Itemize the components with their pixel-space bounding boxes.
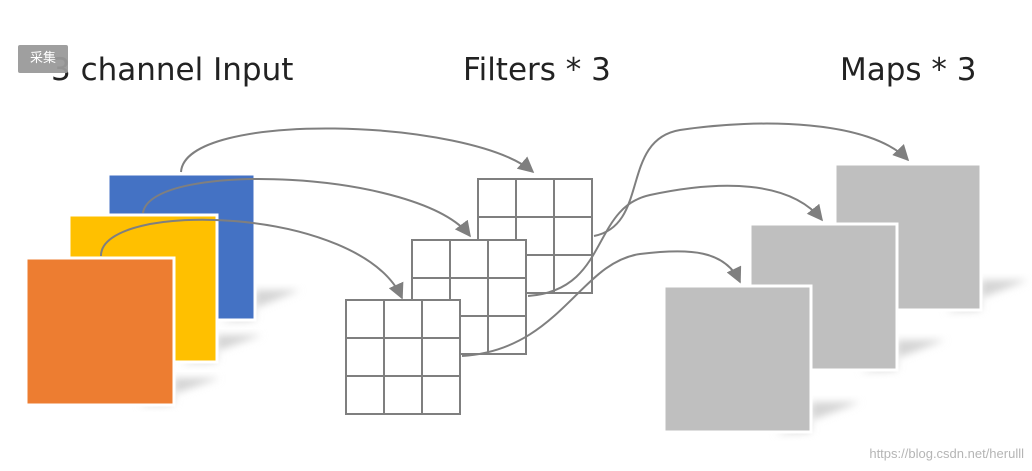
arrow-filter-2-to-map-2 — [527, 184, 824, 297]
filter-3-cell — [345, 299, 385, 339]
filter-1-cell — [553, 178, 593, 218]
filter-3-cell — [345, 337, 385, 377]
feature-map-3 — [662, 284, 813, 434]
filter-2-cell — [487, 239, 527, 279]
input-channels — [24, 172, 257, 407]
filter-3-cell — [345, 375, 385, 415]
filter-3-cell — [421, 375, 461, 415]
input-channel-orange — [24, 256, 176, 407]
filter-3-cell — [383, 337, 423, 377]
filter-2-cell — [411, 239, 451, 279]
filter-1-cell — [553, 216, 593, 256]
filter-2-cell — [487, 277, 527, 317]
input-to-filter-arrows — [99, 127, 535, 300]
heading-input: 3 channel Input — [51, 52, 294, 88]
arrow-channel-3-to-filter-3 — [99, 218, 404, 300]
heading-maps: Maps * 3 — [840, 52, 977, 88]
arrow-filter-1-to-map-1 — [593, 122, 910, 237]
collect-badge[interactable]: 采集 — [18, 45, 68, 73]
filter-3-cell — [421, 337, 461, 377]
arrow-channel-1-to-filter-1 — [180, 127, 535, 174]
filter-1-cell — [477, 178, 517, 218]
filter-3-cell — [383, 375, 423, 415]
heading-filters: Filters * 3 — [463, 52, 611, 88]
filter-2-cell — [487, 315, 527, 355]
watermark: https://blog.csdn.net/herulll — [869, 446, 1024, 461]
filter-to-map-arrows — [461, 122, 910, 357]
arrow-filter-3-to-map-3 — [461, 250, 742, 357]
feature-maps — [662, 162, 983, 434]
filters — [345, 178, 593, 415]
arrow-channel-2-to-filter-2 — [142, 178, 471, 238]
filter-3-grid — [345, 299, 461, 415]
filter-3-cell — [383, 299, 423, 339]
filter-2-cell — [449, 239, 489, 279]
filter-3-cell — [421, 299, 461, 339]
filter-1-cell — [515, 178, 555, 218]
